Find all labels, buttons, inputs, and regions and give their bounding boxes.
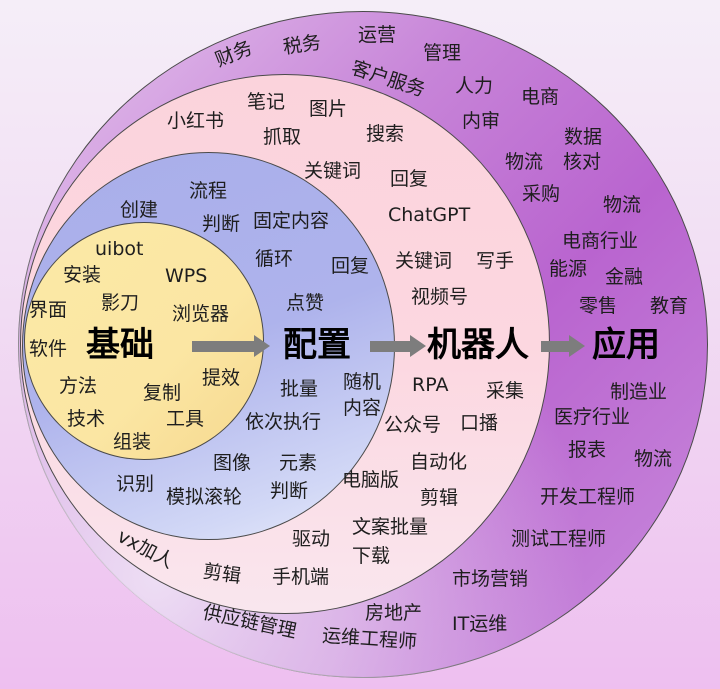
- robot-word: 小红书: [167, 110, 225, 132]
- config-word: 批量: [280, 378, 319, 400]
- basic-word: uibot: [95, 238, 144, 260]
- robot-word: 下载: [352, 545, 391, 567]
- stage-title-robot: 机器人: [427, 325, 529, 365]
- config-word: 创建: [120, 199, 159, 221]
- stage-title-config: 配置: [283, 325, 351, 365]
- config-word: 随机: [343, 371, 382, 393]
- basic-word: 浏览器: [172, 303, 230, 325]
- config-word: 流程: [189, 180, 228, 202]
- app-word: 核对: [563, 151, 602, 173]
- robot-word: 采集: [486, 380, 525, 402]
- basic-word: 影刀: [101, 292, 140, 314]
- app-word: 电商: [521, 86, 560, 108]
- app-word: 运营: [358, 24, 397, 46]
- robot-word: 剪辑: [201, 560, 243, 588]
- basic-word: 复制: [143, 382, 182, 404]
- config-word: 识别: [116, 473, 155, 495]
- stage-title-app: 应用: [592, 325, 660, 365]
- app-word: 房地产: [365, 602, 423, 624]
- robot-word: 回复: [390, 168, 429, 190]
- basic-word: WPS: [165, 265, 208, 287]
- robot-word: 关键词: [395, 250, 453, 272]
- app-word: 物流: [603, 194, 642, 216]
- basic-word: 技术: [67, 408, 106, 430]
- config-word: 点赞: [286, 292, 325, 314]
- config-word: 回复: [331, 255, 370, 277]
- config-word: 判断: [270, 480, 309, 502]
- robot-word: 笔记: [247, 91, 286, 113]
- app-word: 医疗行业: [554, 406, 631, 428]
- app-word: 物流: [634, 448, 673, 470]
- app-word: 内审: [462, 110, 501, 132]
- config-word: 固定内容: [253, 210, 330, 232]
- app-word: IT运维: [452, 613, 508, 635]
- robot-word: 文案批量: [352, 516, 429, 538]
- app-word: 零售: [579, 295, 618, 317]
- app-word: 能源: [549, 258, 588, 280]
- robot-word: 抓取: [263, 126, 302, 148]
- app-word: 税务: [281, 31, 323, 59]
- arrow-right-icon: [192, 335, 272, 357]
- basic-word: 方法: [59, 375, 98, 397]
- app-word: 物流: [505, 151, 544, 173]
- app-word: 市场营销: [452, 568, 529, 590]
- arrow-right-icon: [370, 335, 426, 357]
- basic-word: 安装: [63, 264, 102, 286]
- robot-word: 图片: [309, 98, 348, 120]
- robot-word: 公众号: [384, 414, 442, 436]
- config-word: 模拟滚轮: [166, 486, 243, 508]
- robot-word: 关键词: [304, 160, 362, 182]
- app-word: 测试工程师: [511, 528, 607, 550]
- app-word: 金融: [605, 266, 644, 288]
- stage-title-basic: 基础: [86, 325, 154, 365]
- robot-word: ChatGPT: [388, 204, 471, 226]
- config-word: 依次执行: [245, 411, 322, 433]
- robot-word: 剪辑: [420, 487, 459, 509]
- robot-word: 口播: [460, 412, 499, 434]
- app-word: 制造业: [610, 381, 668, 403]
- app-word: 数据: [564, 126, 603, 148]
- robot-word: 视频号: [411, 286, 469, 308]
- app-word: 采购: [522, 183, 561, 205]
- app-word: 报表: [568, 439, 607, 461]
- basic-word: 组装: [113, 431, 152, 453]
- config-word: 判断: [202, 213, 241, 235]
- basic-word: 提效: [202, 367, 241, 389]
- basic-word: 工具: [166, 408, 205, 430]
- config-word: 图像: [213, 452, 252, 474]
- config-word: 元素: [279, 452, 318, 474]
- config-word: 循环: [255, 248, 294, 270]
- robot-word: 写手: [476, 250, 515, 272]
- robot-word: 自动化: [410, 451, 468, 473]
- robot-word: 电脑版: [342, 469, 400, 491]
- config-word: 内容: [343, 397, 382, 419]
- app-word: 管理: [423, 42, 462, 64]
- app-word: 电商行业: [562, 230, 639, 252]
- app-word: 教育: [650, 295, 689, 317]
- robot-word: 驱动: [292, 528, 331, 550]
- arrow-right-icon: [541, 335, 585, 357]
- basic-word: 软件: [29, 338, 68, 360]
- app-word: 开发工程师: [540, 486, 636, 508]
- robot-word: 手机端: [272, 566, 330, 588]
- basic-word: 界面: [29, 299, 68, 321]
- robot-word: RPA: [412, 374, 449, 396]
- robot-word: 搜索: [366, 123, 405, 145]
- app-word: 人力: [455, 75, 494, 97]
